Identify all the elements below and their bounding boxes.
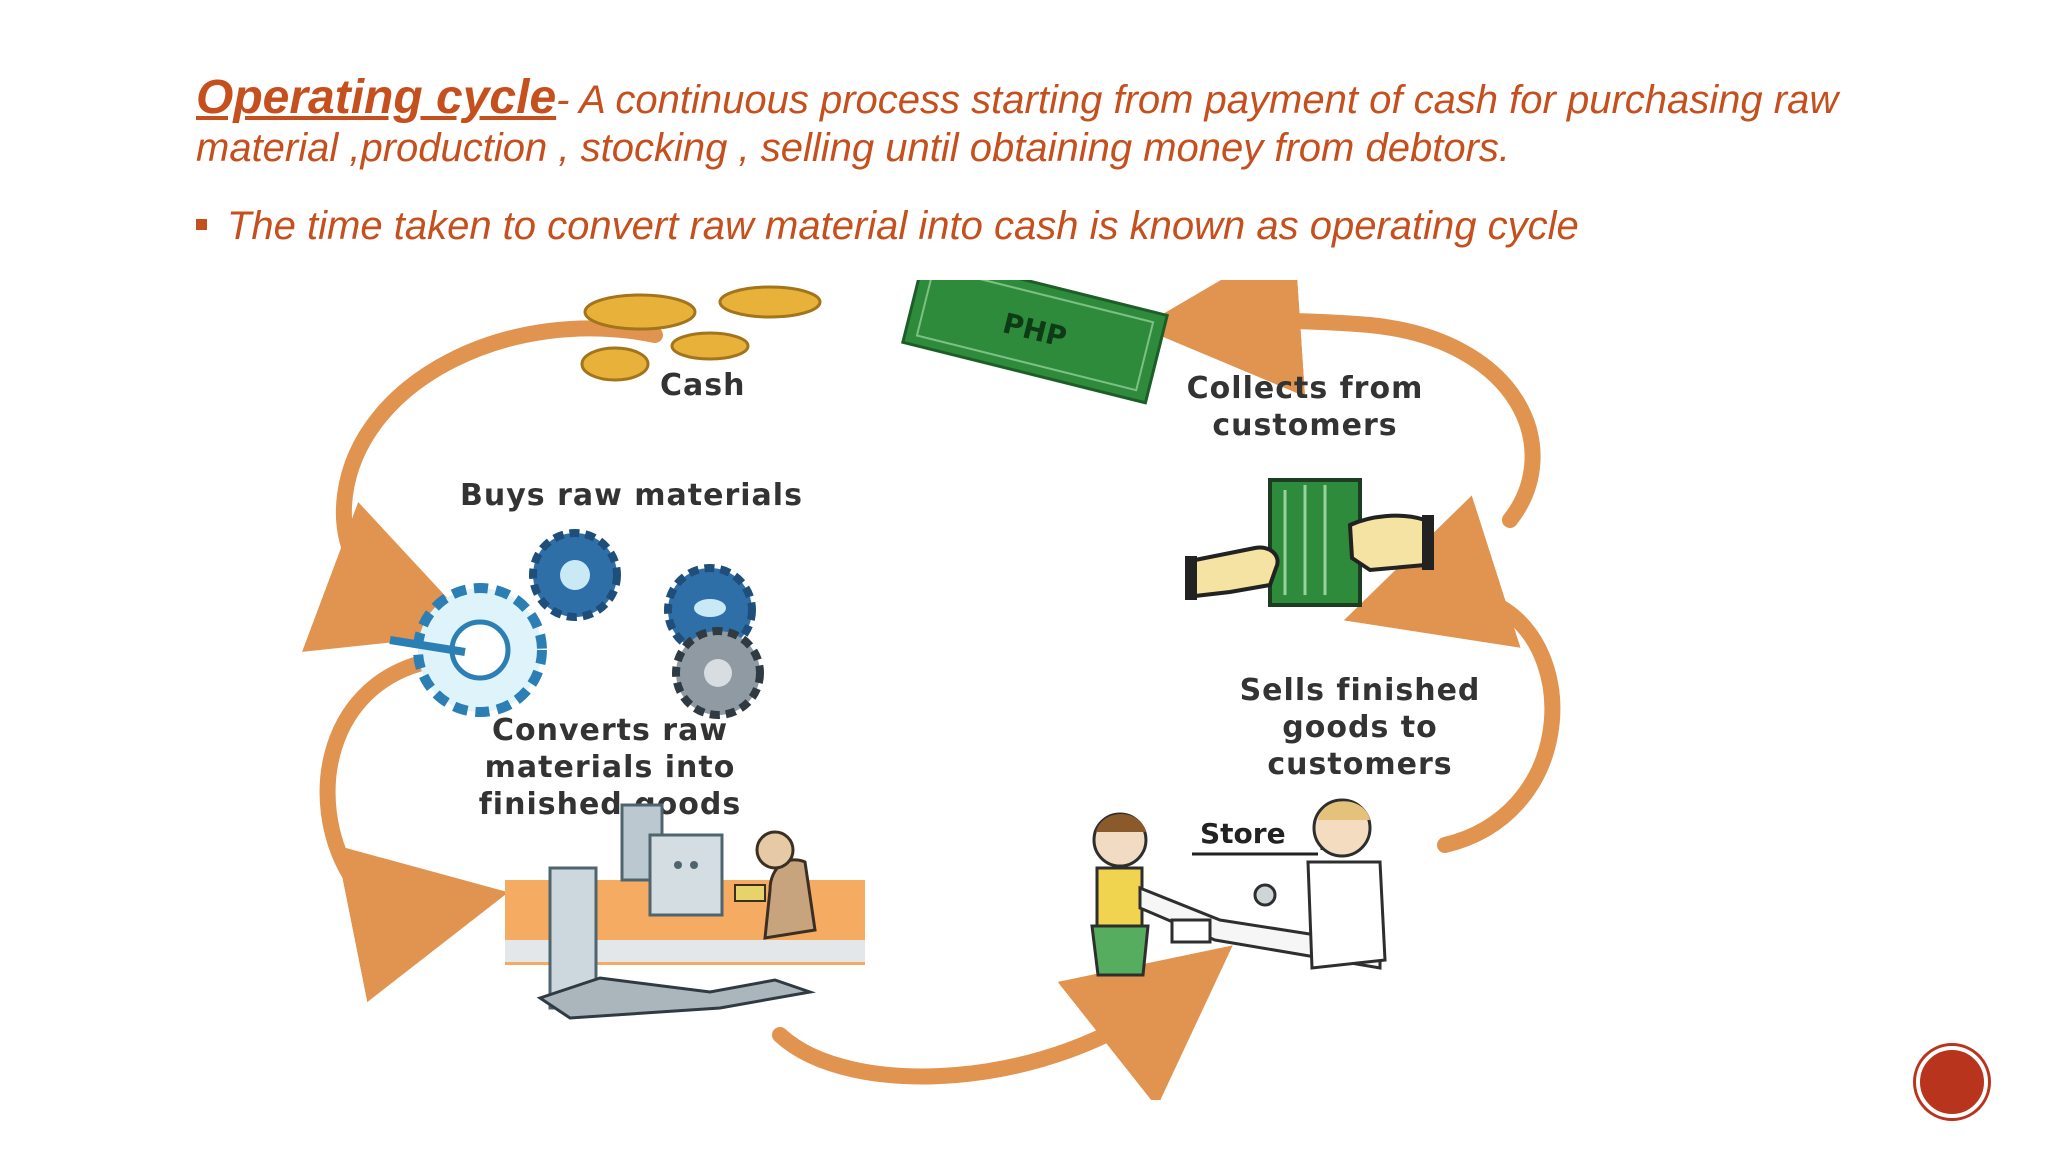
collects-label-line-2: customers: [1212, 408, 1397, 443]
arrow-sells-to-collects: [1343, 495, 1561, 853]
converts-label-line-1: Converts raw: [492, 713, 728, 748]
money-icon: PHP: [580, 280, 1170, 405]
gears-icon: [389, 529, 764, 719]
bullet-text: The time taken to convert raw material i…: [227, 204, 1579, 248]
definition-text: - A continuous process starting from pay…: [196, 78, 1839, 170]
arrow-collects-to-cash: [1140, 280, 1541, 528]
sells-label-line-1: Sells finished: [1240, 673, 1481, 708]
arrow-converts-to-sells: [772, 945, 1233, 1100]
arrow-cash-to-buys: [301, 320, 663, 652]
definition-term: Operating cycle: [196, 71, 557, 124]
cash-label: Cash: [660, 368, 745, 403]
store-icon: Store: [1090, 798, 1387, 977]
factory-icon: [505, 803, 865, 1020]
collects-label-line-1: Collects from: [1187, 371, 1424, 406]
store-sign-text: Store: [1200, 817, 1286, 850]
money-handover-icon: [1185, 478, 1434, 607]
bullet-marker-icon: [196, 218, 207, 230]
converts-label-line-2: materials into: [485, 750, 736, 785]
cycle-arrows: [301, 280, 1561, 1100]
buys-raw-materials-label: Buys raw materials: [460, 478, 803, 513]
slide-nav-button[interactable]: [1916, 1046, 1988, 1118]
bullet-point: The time taken to convert raw material i…: [196, 202, 1579, 250]
sells-label-line-2: goods to: [1282, 710, 1437, 745]
sells-label-line-3: customers: [1267, 747, 1452, 782]
arrow-buys-to-converts: [319, 652, 509, 1003]
operating-cycle-diagram: PHP Cash Buys raw materials Converts raw…: [301, 280, 1561, 1100]
converts-label-line-3: finished goods: [479, 787, 741, 822]
definition-paragraph: Operating cycle- A continuous process st…: [196, 74, 1916, 172]
